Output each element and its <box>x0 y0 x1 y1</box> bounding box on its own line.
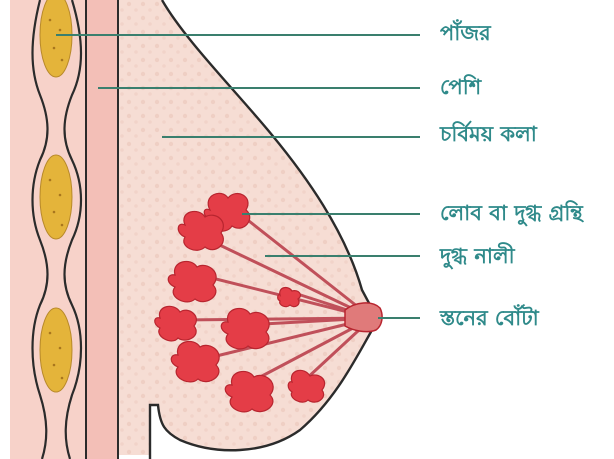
label-lobe-milk-gland: লোব বা দুগ্ধ গ্রন্থি <box>440 200 583 226</box>
rib-ovals <box>40 0 72 392</box>
nipple-shape <box>345 303 382 332</box>
label-milk-duct: দুগ্ধ নালী <box>440 243 515 269</box>
label-rib: পাঁজর <box>440 20 491 46</box>
label-muscle: পেশি <box>440 74 481 100</box>
label-nipple: স্তনের বোঁটা <box>440 305 539 331</box>
muscle-layer <box>86 0 118 459</box>
label-fatty-tissue: চর্বিময় কলা <box>440 121 537 147</box>
